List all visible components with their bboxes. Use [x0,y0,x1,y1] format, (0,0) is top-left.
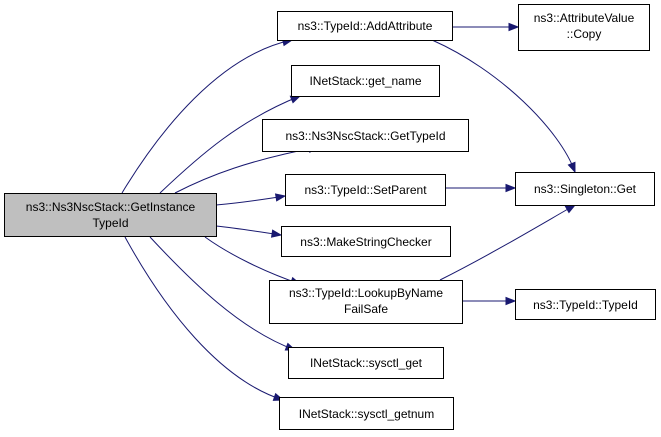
arrowhead-set-parent-to-singleton-get [505,183,517,193]
arrowhead-add-attribute-to-singleton-get [567,161,576,174]
arrowhead-lookup-by-name-failsafe-to-typeid-typeid [505,296,517,306]
node-lookup-by-name-failsafe[interactable]: ns3::TypeId::LookupByName FailSafe [269,280,463,324]
node-typeid-typeid[interactable]: ns3::TypeId::TypeId [515,289,656,320]
node-get-type-id[interactable]: ns3::Ns3NscStack::GetTypeId [262,119,469,152]
node-attribute-value-copy[interactable]: ns3::AttributeValue ::Copy [518,4,650,51]
node-set-parent[interactable]: ns3::TypeId::SetParent [285,174,446,206]
edge-root-to-set-parent [215,195,286,206]
node-root[interactable]: ns3::Ns3NscStack::GetInstance TypeId [4,193,217,237]
edge-lookup-by-name-failsafe-to-singleton-get [439,204,576,281]
node-make-string-checker[interactable]: ns3::MakeStringChecker [281,226,451,257]
arrowhead-lookup-by-name-failsafe-to-singleton-get [564,204,577,214]
arrowhead-add-attribute-to-attribute-value-copy [508,22,520,32]
node-make-string-checker-label: ns3::MakeStringChecker [300,235,431,249]
edge-root-to-get-name [159,95,301,194]
node-attribute-value-copy-line-2: ::Copy [567,27,602,41]
node-add-attribute[interactable]: ns3::TypeId::AddAttribute [277,11,453,41]
edge-root-to-sysctl-get [149,236,296,351]
node-singleton-get-label: ns3::Singleton::Get [534,182,637,196]
arrowhead-root-to-set-parent [274,193,287,202]
node-sysctl-getnum-label: INetStack::sysctl_getnum [299,407,434,421]
node-root-line-2: TypeId [92,216,128,230]
node-attribute-value-copy-line-1: ns3::AttributeValue [534,11,635,25]
node-sysctl-get[interactable]: INetStack::sysctl_get [288,347,444,379]
node-sysctl-getnum[interactable]: INetStack::sysctl_getnum [279,397,454,430]
arrowhead-root-to-make-string-checker [270,229,283,238]
node-singleton-get[interactable]: ns3::Singleton::Get [515,172,655,206]
nodes-layer: ns3::Ns3NscStack::GetInstance TypeId ns3… [4,4,656,430]
edge-root-to-make-string-checker [215,225,282,236]
edge-root-to-add-attribute [121,39,293,194]
node-typeid-typeid-label: ns3::TypeId::TypeId [533,298,638,312]
node-get-type-id-label: ns3::Ns3NscStack::GetTypeId [285,129,445,143]
node-root-line-1: ns3::Ns3NscStack::GetInstance [26,200,196,214]
node-add-attribute-label: ns3::TypeId::AddAttribute [298,19,433,33]
node-set-parent-label: ns3::TypeId::SetParent [304,183,427,197]
edge-root-to-sysctl-getnum [124,236,284,401]
edge-add-attribute-to-singleton-get [431,39,576,173]
node-lookup-by-name-failsafe-line-1: ns3::TypeId::LookupByName [289,286,443,300]
node-sysctl-get-label: INetStack::sysctl_get [310,356,423,370]
node-lookup-by-name-failsafe-line-2: FailSafe [344,302,388,316]
node-get-name[interactable]: INetStack::get_name [291,65,440,97]
node-get-name-label: INetStack::get_name [309,74,421,88]
